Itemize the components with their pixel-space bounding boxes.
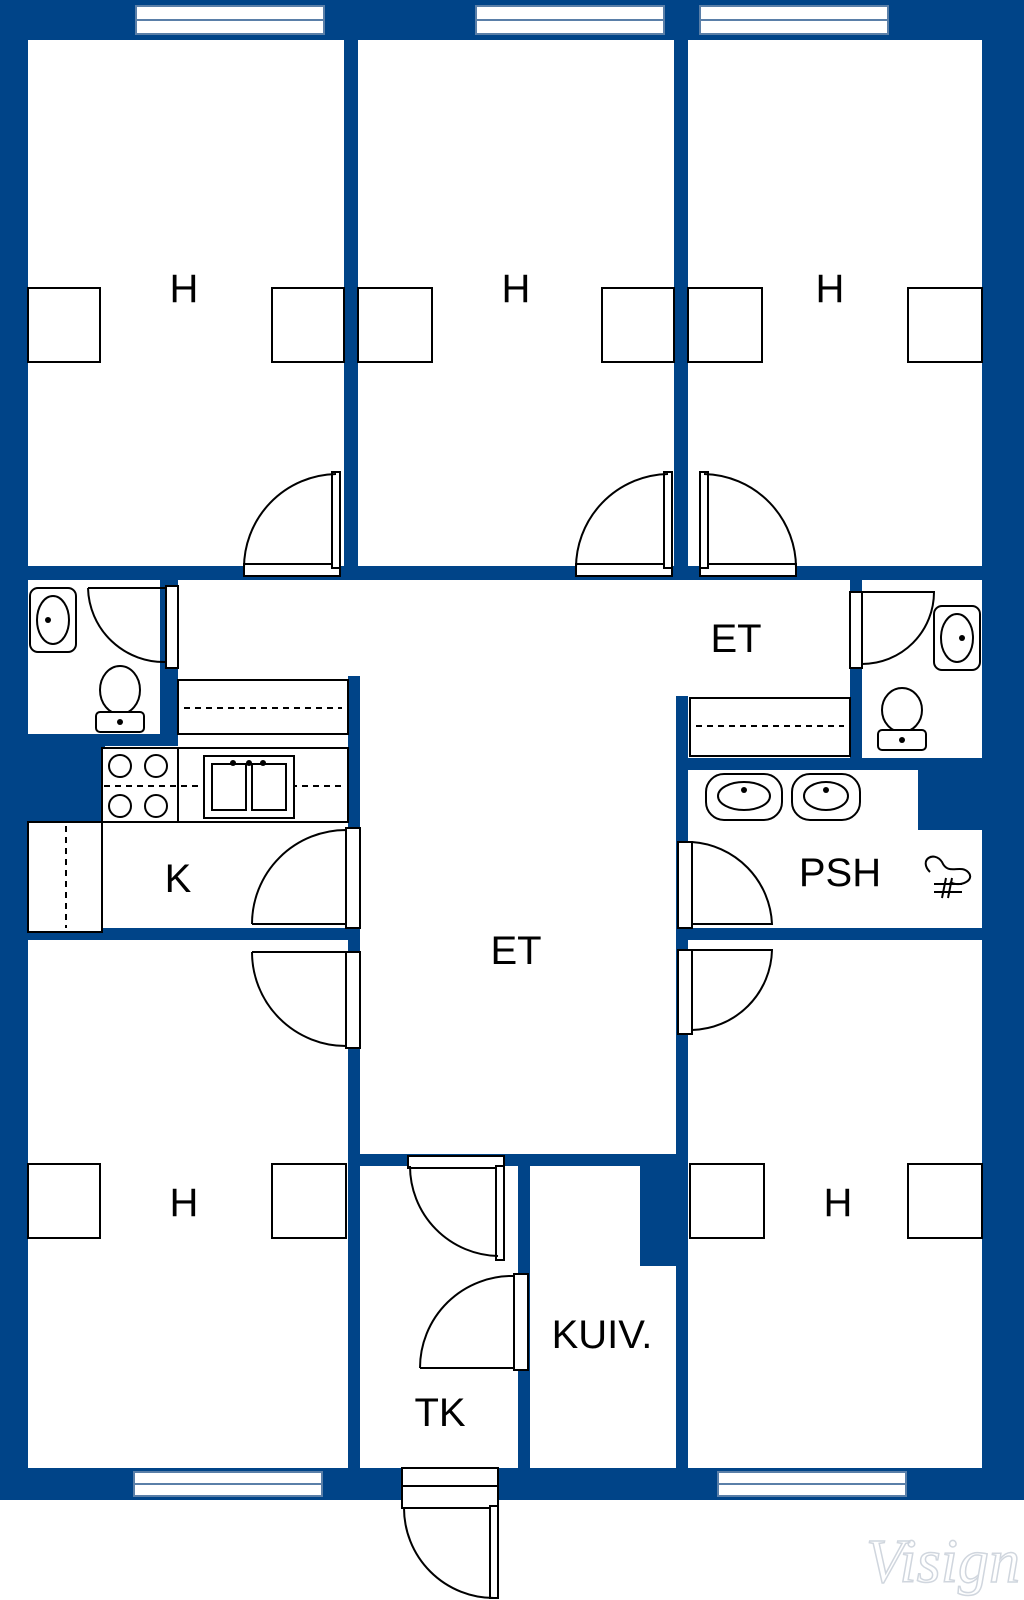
label-bedroom-2: H [502, 267, 531, 311]
label-bedroom-3: H [816, 267, 845, 311]
label-closet: TK [414, 1391, 465, 1435]
windows [133, 5, 907, 1497]
label-kitchen: K [165, 857, 192, 901]
label-washroom: PSH [799, 851, 881, 895]
room-labels: H H H ET K PSH ET H H KUIV. TK [165, 267, 881, 1435]
fixtures [29, 587, 981, 899]
label-bedroom-4: H [170, 1181, 199, 1225]
label-bedroom-5: H [824, 1181, 853, 1225]
label-drying-room: KUIV. [552, 1313, 653, 1357]
label-hall-main: ET [490, 929, 541, 973]
label-bedroom-1: H [170, 267, 199, 311]
cabinets [27, 679, 851, 933]
doors [87, 471, 936, 1599]
watermark: Visign [866, 1528, 1020, 1596]
wall-units [27, 287, 983, 1239]
label-hall-upper: ET [710, 617, 761, 661]
